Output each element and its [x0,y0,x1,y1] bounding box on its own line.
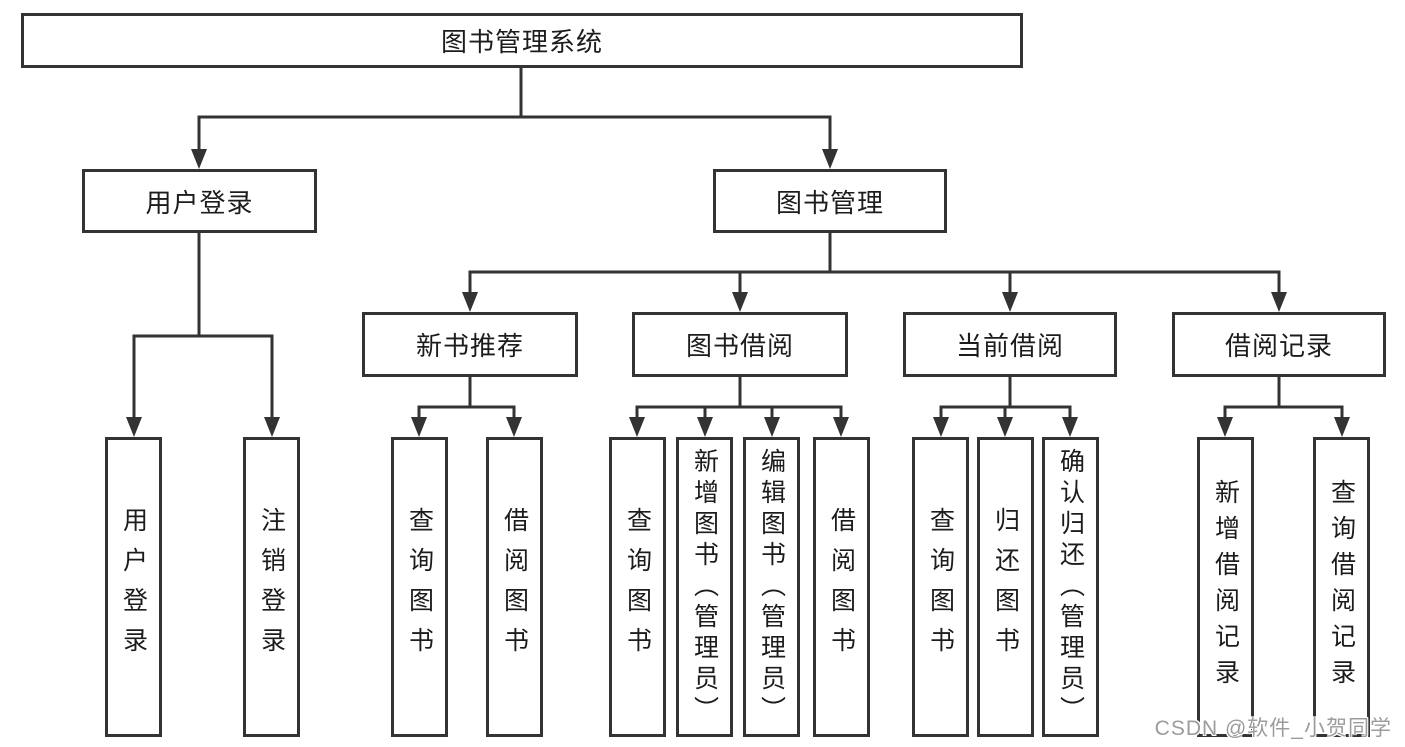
connector-login-to-leaves [132,231,274,420]
arrow-icon [191,149,207,169]
leaf-borrow-edit-books-admin: 编辑图书（管理员） [743,437,800,737]
arrow-icon [1334,417,1350,437]
arrow-icon [264,417,280,437]
node-borrow-records: 借阅记录 [1172,312,1386,377]
leaf-recommend-search-books: 查询图书 [391,437,448,737]
arrow-icon [764,417,780,437]
node-library-management-system: 图书管理系统 [21,13,1023,68]
leaf-recommend-borrow-books: 借阅图书 [486,437,543,737]
arrow-icon [833,417,849,437]
node-book-borrow: 图书借阅 [632,312,848,377]
arrow-icon [462,292,478,312]
arrow-icon [629,417,645,437]
connector-current-to-leaves [939,375,1072,420]
leaf-records-add-borrow-record: 新增借阅记录 [1197,437,1254,737]
arrow-icon [997,417,1013,437]
leaf-logout-login: 注销登录 [243,437,300,737]
connector-recommend-to-leaves [417,375,516,420]
arrow-icon [732,292,748,312]
leaf-borrow-borrow-books: 借阅图书 [813,437,870,737]
leaf-current-return-books: 归还图书 [977,437,1034,737]
leaf-user-login: 用户登录 [105,437,162,737]
arrow-icon [933,417,949,437]
leaf-records-search-borrow-record: 查询借阅记录 [1313,437,1370,737]
node-new-book-recommend: 新书推荐 [362,312,578,377]
arrow-icon [506,417,522,437]
arrow-icon [1062,417,1078,437]
arrow-icon [822,149,838,169]
leaf-borrow-add-books-admin: 新增图书（管理员） [676,437,733,737]
connector-records-to-leaves [1223,375,1344,420]
arrow-icon [1271,292,1287,312]
leaf-current-confirm-return-admin: 确认归还（管理员） [1042,437,1099,737]
node-current-borrow: 当前借阅 [903,312,1117,377]
leaf-borrow-search-books: 查询图书 [609,437,666,737]
connector-borrow-to-leaves [635,375,843,420]
arrowheads [126,149,1350,437]
arrow-icon [411,417,427,437]
arrow-icon [1217,417,1233,437]
arrow-icon [1002,292,1018,312]
node-book-management: 图书管理 [713,169,947,233]
arrow-icon [126,417,142,437]
csdn-watermark: CSDN @软件_小贺同学 [1154,717,1392,740]
node-user-login: 用户登录 [82,169,317,233]
leaf-current-search-books: 查询图书 [912,437,969,737]
connector-root-to-level1 [197,66,832,152]
arrow-icon [697,417,713,437]
connector-management-to-level2 [468,231,1281,295]
